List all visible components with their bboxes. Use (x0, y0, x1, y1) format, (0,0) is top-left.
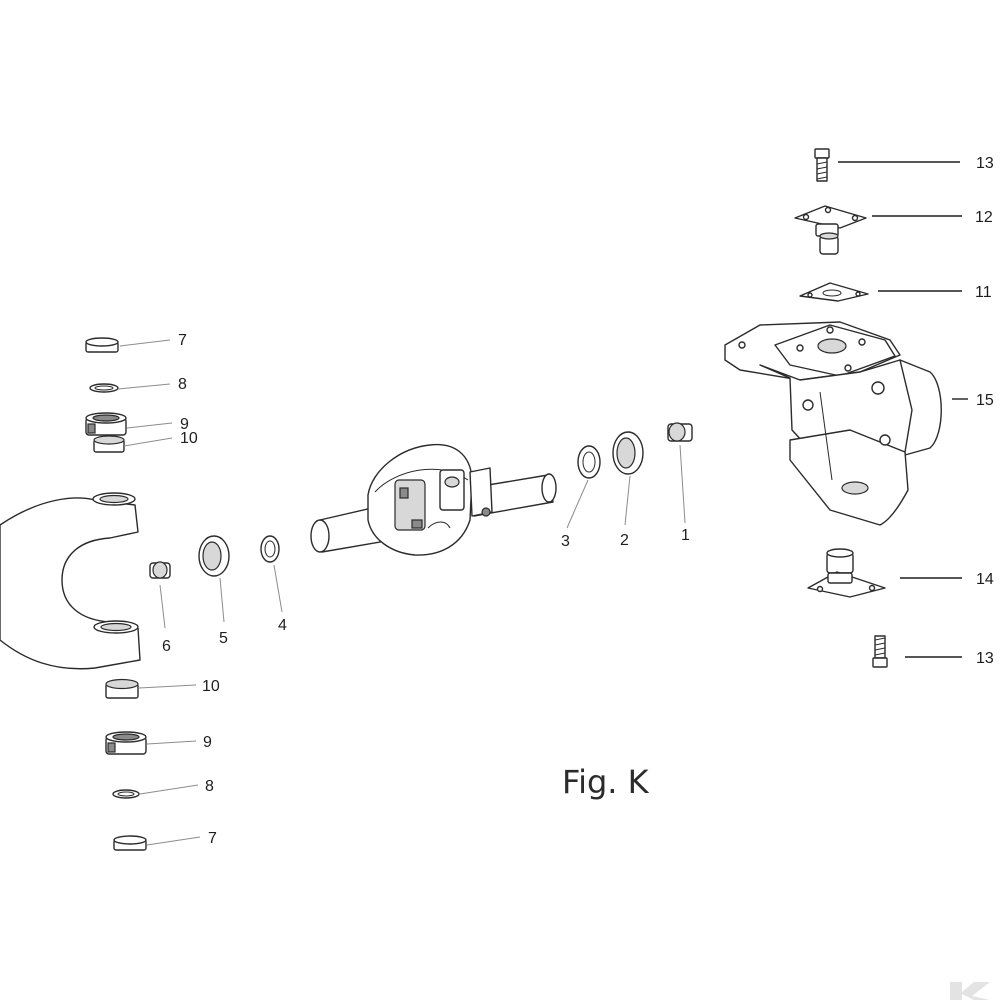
bearing-9-top (85, 412, 127, 436)
callout-14: 14 (976, 571, 994, 588)
leader-lines (117, 161, 968, 846)
ring-8-top (89, 383, 119, 393)
callout-10-top: 10 (180, 430, 198, 447)
corner-logo (950, 982, 990, 1000)
fork-yoke (0, 492, 141, 670)
bushing-6 (149, 561, 171, 579)
callout-10-bottom: 10 (202, 678, 220, 695)
drive-shaft (310, 443, 557, 556)
callout-3: 3 (561, 533, 570, 550)
bushing-1 (667, 422, 693, 442)
callout-2: 2 (620, 532, 629, 549)
ring-8-bottom (112, 789, 140, 799)
bolt-13-bottom (872, 635, 888, 668)
callout-4: 4 (278, 617, 287, 634)
callout-5: 5 (219, 630, 228, 647)
washer-3 (577, 445, 601, 479)
callout-8-bottom: 8 (205, 778, 214, 795)
shim-plate-11 (799, 282, 869, 302)
callout-8-top: 8 (178, 376, 187, 393)
callout-9-bottom: 9 (203, 734, 212, 751)
figure-label: Fig. K (562, 763, 650, 801)
pivot-cap-14 (807, 548, 886, 598)
washer-4 (260, 535, 280, 563)
callout-12: 12 (975, 209, 993, 226)
bushing-10-bottom (105, 678, 139, 699)
knuckle-housing (724, 321, 942, 526)
callout-7-top: 7 (178, 332, 187, 349)
callout-1: 1 (681, 527, 690, 544)
callout-7-bottom: 7 (208, 830, 217, 847)
callout-numbers: 7 8 9 10 10 9 8 7 6 5 4 3 2 1 13 12 11 1… (162, 155, 994, 847)
bearing-9-bottom (105, 731, 147, 755)
callout-13-bottom: 13 (976, 650, 994, 667)
ring-5 (198, 535, 230, 577)
cap-7-top (85, 337, 119, 353)
cap-7-bottom (113, 835, 147, 851)
bushing-10-top (93, 435, 125, 453)
callout-15: 15 (976, 392, 994, 409)
pivot-cap-12 (794, 205, 867, 255)
bolt-13-top (814, 148, 830, 182)
ring-2 (612, 431, 644, 475)
callout-6: 6 (162, 638, 171, 655)
callout-11: 11 (975, 284, 992, 301)
callout-13-top: 13 (976, 155, 994, 172)
callout-9-top: 9 (180, 416, 189, 433)
